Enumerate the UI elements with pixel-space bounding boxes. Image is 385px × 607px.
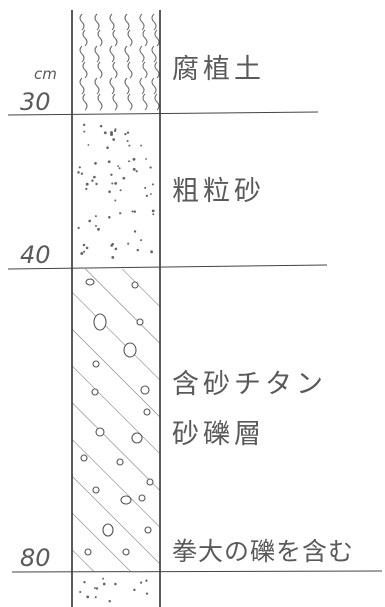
layer-coarse-sand (77, 123, 155, 259)
boundary-line-80 (11, 570, 383, 573)
depth-label-30: 30 (20, 88, 51, 116)
layer-label-humus: 腐植土 (172, 54, 265, 85)
depth-label-80: 80 (20, 544, 51, 572)
unit-label: cm (34, 65, 57, 83)
boundary-line-40 (7, 264, 328, 270)
layer-label-gravel-line2: 砂礫層 (172, 419, 265, 450)
layer-label-gravel-line1: 含砂チタン (172, 369, 327, 400)
layer-sand-bottom (79, 577, 149, 603)
boundary-line-30 (7, 111, 319, 116)
layer-humus (79, 13, 160, 111)
layer-label-gravel-note: 拳大の礫を含む (172, 537, 354, 566)
layer-label-coarse-sand: 粗粒砂 (172, 176, 265, 207)
depth-label-40: 40 (20, 241, 51, 269)
layer-gravel (72, 269, 160, 572)
